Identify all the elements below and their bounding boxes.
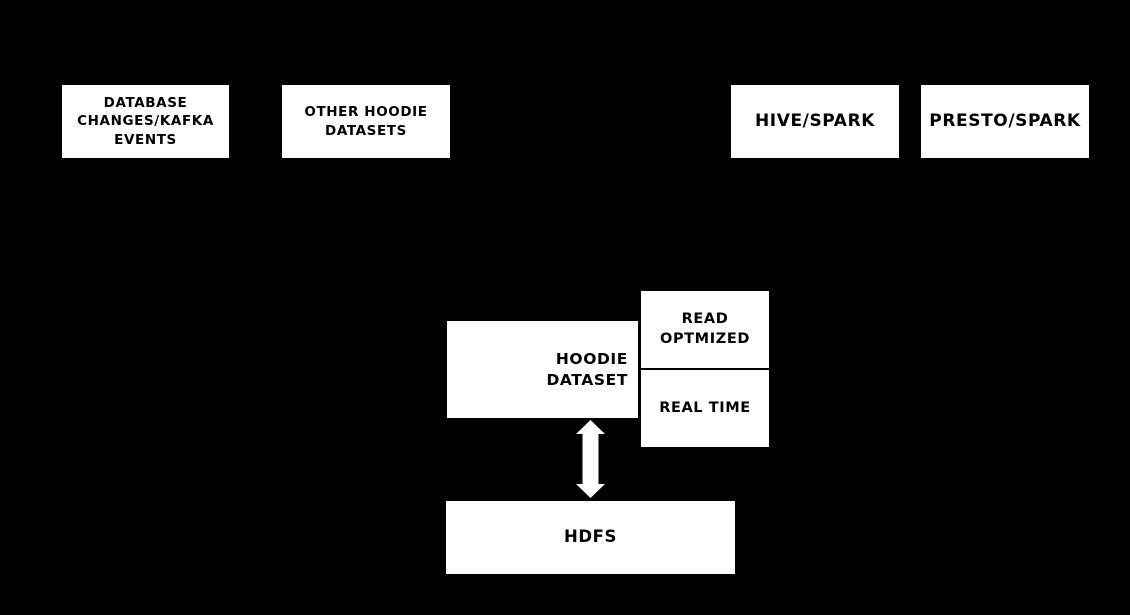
- node-label: HOODIE DATASET: [546, 349, 628, 389]
- node-label: REAL TIME: [659, 399, 751, 416]
- node-label: HIVE/SPARK: [754, 111, 876, 132]
- node-label: READ OPTMIZED: [660, 310, 750, 347]
- node-database-changes-kafka-events: DATABASE CHANGES/KAFKA EVENTS: [62, 85, 229, 158]
- node-presto-spark: PRESTO/SPARK: [921, 85, 1089, 158]
- double-arrow-icon: [576, 420, 605, 498]
- node-label: OTHER HOODIE DATASETS: [304, 104, 428, 139]
- node-label: DATABASE CHANGES/KAFKA EVENTS: [77, 95, 214, 148]
- node-real-time: REAL TIME: [641, 370, 769, 447]
- node-label: PRESTO/SPARK: [929, 111, 1081, 132]
- node-other-hoodie-datasets: OTHER HOODIE DATASETS: [282, 85, 450, 158]
- node-hive-spark: HIVE/SPARK: [731, 85, 899, 158]
- node-read-optmized: READ OPTMIZED: [641, 291, 769, 368]
- node-hoodie-dataset: HOODIE DATASET: [447, 321, 638, 418]
- node-hdfs: HDFS: [446, 501, 735, 574]
- node-label: HDFS: [563, 527, 618, 547]
